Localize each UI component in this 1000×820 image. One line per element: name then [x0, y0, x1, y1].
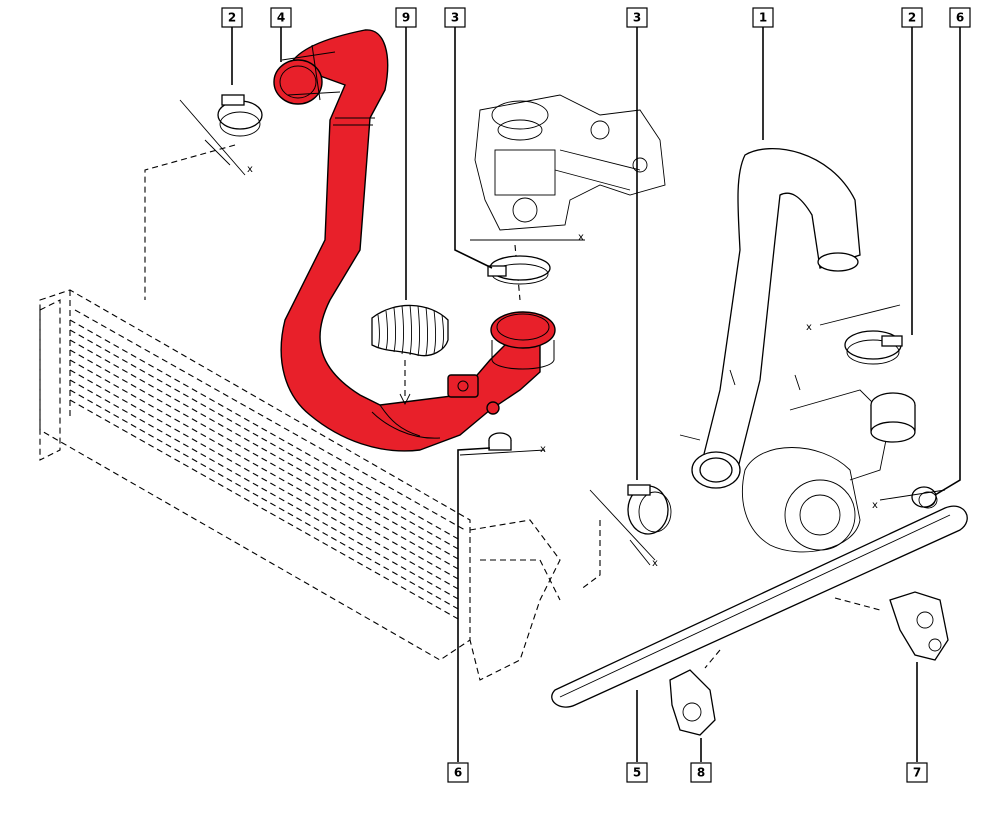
dimension-x-1: x	[247, 164, 253, 175]
dimension-x-2: x	[578, 232, 584, 243]
callout-5: 5	[626, 762, 648, 783]
callout-2-top-left: 2	[221, 7, 243, 28]
svg-text:8: 8	[697, 766, 705, 780]
svg-text:6: 6	[454, 766, 462, 780]
callout-1: 1	[752, 7, 774, 28]
dimension-x-3: x	[652, 558, 658, 569]
svg-text:9: 9	[402, 11, 410, 25]
clamp-3-center	[487, 255, 551, 285]
callout-2-top-right: 2	[901, 7, 923, 28]
leader-dashed-clamp-2	[144, 144, 236, 300]
arrow-bracket-7	[834, 597, 881, 611]
intercooler-hose-4-red	[273, 29, 556, 452]
clamp-6-center	[488, 432, 512, 451]
dimension-lines	[179, 99, 946, 566]
clamp-2-right	[844, 330, 903, 365]
turbocharger	[679, 369, 916, 553]
turbo-hose-1	[691, 148, 861, 489]
dimension-x-6: x	[540, 444, 546, 455]
callout-leaders	[231, 27, 961, 762]
svg-text:3: 3	[633, 11, 641, 25]
callout-8: 8	[690, 762, 712, 783]
bracket-8	[669, 669, 716, 736]
bellows-sleeve-9	[371, 304, 449, 357]
callout-6-top-right: 6	[949, 7, 971, 28]
intercooler-radiator	[39, 289, 561, 681]
svg-text:2: 2	[908, 11, 916, 25]
bracket-7	[889, 591, 949, 661]
svg-text:6: 6	[956, 11, 964, 25]
svg-text:7: 7	[913, 766, 921, 780]
svg-text:2: 2	[228, 11, 236, 25]
throttle-body	[474, 94, 666, 231]
svg-text:4: 4	[277, 11, 285, 25]
arrow-bracket-8	[704, 649, 721, 669]
callout-6-bottom: 6	[447, 762, 469, 783]
svg-text:3: 3	[451, 11, 459, 25]
arrowhead-sleeve	[399, 393, 411, 406]
callout-7: 7	[906, 762, 928, 783]
callout-3-center: 3	[444, 7, 466, 28]
callout-3-right: 3	[626, 7, 648, 28]
svg-text:1: 1	[759, 11, 767, 25]
callout-4: 4	[270, 7, 292, 28]
leader-dashed-turbo-outlet	[579, 520, 601, 591]
clamp-2-left	[217, 94, 263, 137]
dimension-x-4: x	[806, 322, 812, 333]
dimension-x-5: x	[872, 500, 878, 511]
clamp-3-lower	[627, 484, 672, 535]
callout-9: 9	[395, 7, 417, 28]
svg-text:5: 5	[633, 766, 641, 780]
